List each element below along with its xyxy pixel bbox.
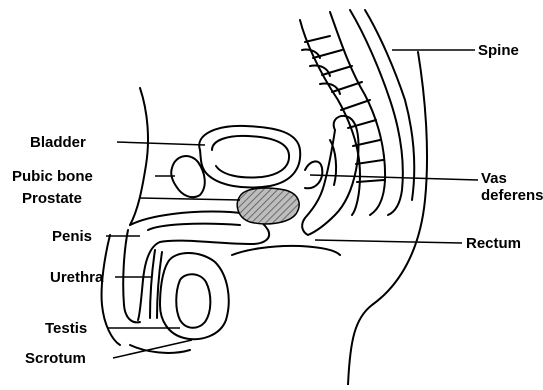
label-urethra: Urethra [50,269,103,286]
leader-bladder [117,142,205,145]
label-bladder: Bladder [30,134,86,151]
leader-rectum [315,240,462,243]
label-pubic-bone: Pubic bone [12,168,93,185]
testis [176,274,210,328]
label-scrotum: Scrotum [25,350,86,367]
pubic-bone [171,156,205,197]
back-outline [348,52,427,385]
label-spine: Spine [478,42,519,59]
label-testis: Testis [45,320,87,337]
scrotum [160,253,229,339]
label-rectum: Rectum [466,235,521,252]
abdomen-outline [130,88,148,225]
label-vas-deferens-line2: deferens [481,187,543,204]
leader-scrotum [113,340,192,358]
label-vas-deferens: Vas deferens [481,170,543,204]
label-penis: Penis [52,228,92,245]
prostate [237,188,299,224]
label-vas-deferens-line1: Vas [481,170,543,187]
leader-prostate [140,198,240,200]
label-prostate: Prostate [22,190,82,207]
urethra [150,250,155,318]
